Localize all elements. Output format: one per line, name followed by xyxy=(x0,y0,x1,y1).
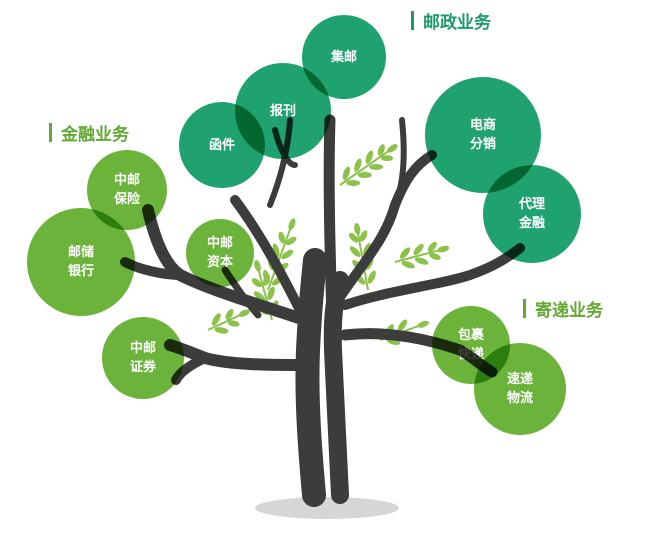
category-finance: 金融业务 xyxy=(49,120,129,145)
category-postal-label: 邮政业务 xyxy=(423,13,491,33)
category-finance-label: 金融业务 xyxy=(61,125,129,145)
bubble-daili: 代理 金融 xyxy=(483,165,581,263)
bubble-label: 电商 xyxy=(469,118,496,133)
category-bar xyxy=(49,123,52,142)
bubble-label: 分销 xyxy=(469,137,496,152)
bubble-label: 保险 xyxy=(113,192,140,207)
bubble-label: 代理 xyxy=(518,197,545,212)
bubble-label: 金融 xyxy=(518,216,545,231)
bubble-label: 证券 xyxy=(129,360,156,375)
bubble-label: 函件 xyxy=(208,137,235,153)
category-bar xyxy=(411,11,414,30)
bubble-label: 集邮 xyxy=(330,49,357,65)
bubble-label: 中邮 xyxy=(129,341,156,356)
bubble-label: 银行 xyxy=(67,264,94,279)
bubble-label: 包裹 xyxy=(457,328,484,343)
bubble-label: 快递 xyxy=(457,347,484,362)
leaves xyxy=(207,144,450,345)
bubble-sudi: 速递 物流 xyxy=(474,343,566,435)
bubble-label: 中邮 xyxy=(113,173,140,188)
category-bar xyxy=(523,299,526,318)
bubble-label: 速递 xyxy=(506,372,533,387)
ground-shadow xyxy=(255,497,399,519)
bubble-label: 资本 xyxy=(206,255,233,270)
bubble-hanjian: 函件 xyxy=(179,102,265,188)
bubble-zhengquan: 中邮 证券 xyxy=(102,317,184,399)
category-postal: 邮政业务 xyxy=(411,8,491,33)
category-delivery-label: 寄递业务 xyxy=(535,301,603,321)
bubble-label: 报刊 xyxy=(269,103,296,119)
bubble-label: 中邮 xyxy=(206,236,233,251)
bubble-ziben: 中邮 资本 xyxy=(186,219,254,287)
category-delivery: 寄递业务 xyxy=(523,296,603,321)
bubble-yinhang: 邮储 银行 xyxy=(27,208,135,316)
bubble-label: 物流 xyxy=(506,391,533,406)
bubble-label: 邮储 xyxy=(67,245,94,260)
